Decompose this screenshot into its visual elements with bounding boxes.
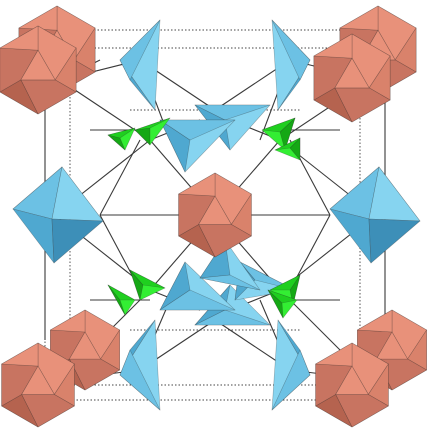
corner-icosahedron bbox=[1, 342, 75, 428]
small-tetrahedron bbox=[134, 117, 171, 146]
small-tetrahedron bbox=[261, 117, 296, 151]
octahedron bbox=[12, 166, 104, 264]
corner-icosahedron bbox=[313, 33, 391, 123]
small-tetrahedron bbox=[274, 137, 301, 161]
bond-line bbox=[99, 139, 141, 216]
center-icosahedron bbox=[178, 172, 252, 258]
corner-icosahedron bbox=[315, 342, 389, 428]
large-tetrahedron bbox=[159, 119, 236, 173]
small-tetrahedron bbox=[107, 127, 136, 151]
small-tetrahedron bbox=[267, 289, 298, 319]
small-tetrahedron bbox=[269, 274, 301, 306]
large-tetrahedron bbox=[119, 19, 161, 111]
large-tetrahedron bbox=[271, 319, 311, 411]
polyhedra bbox=[0, 5, 427, 428]
large-tetrahedron bbox=[119, 319, 161, 411]
large-tetrahedron bbox=[159, 261, 236, 311]
large-tetrahedron bbox=[271, 19, 311, 111]
small-tetrahedron bbox=[129, 269, 166, 301]
corner-icosahedron bbox=[0, 25, 77, 115]
octahedron bbox=[329, 166, 421, 264]
small-tetrahedron bbox=[107, 284, 136, 316]
